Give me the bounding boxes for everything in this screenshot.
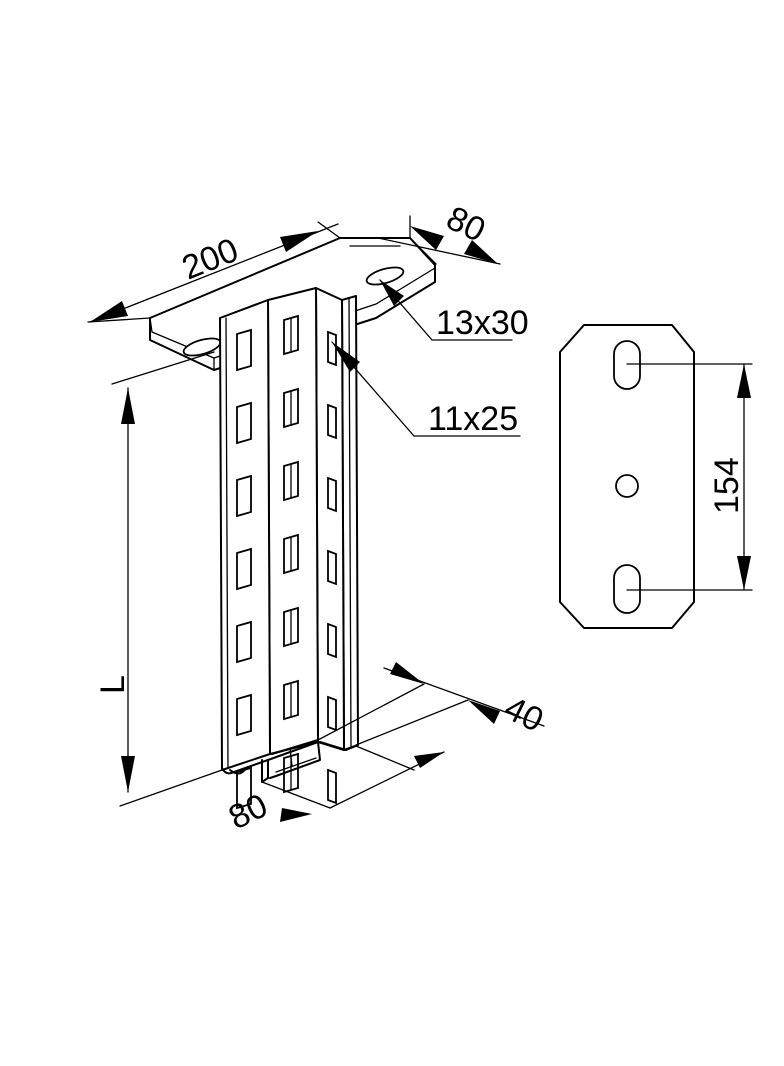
dimension-154-label: 154 [708,457,746,514]
side-face-slot [327,549,337,586]
front-face-slot [236,547,252,591]
top-view-slot-lower [613,564,641,614]
plate-slot-right [365,266,405,286]
side-face-slot [327,330,337,367]
channel-web-face [267,287,319,794]
center-hole [615,474,639,498]
side-face-slot [327,476,337,513]
dimension-13x30: 13x30 [379,279,529,342]
channel-front-face [219,299,271,810]
side-face-slot [327,403,337,440]
front-face-slot [236,474,252,518]
front-face-slot [236,620,252,664]
dimension-L: L [94,351,223,807]
side-face-slot [327,768,337,805]
dimension-154: 154 [626,363,753,591]
dimension-13x30-label: 13x30 [436,304,529,342]
dimension-80-bottom-label: 80 [223,786,274,837]
hanger-isometric-view [149,237,437,810]
front-face-slot [236,328,252,372]
dimension-11x25: 11x25 [331,341,521,438]
channel-bottom-end [221,739,359,783]
dimension-lines: 200 80 13x30 11x25 L [87,199,549,837]
plate-top-view: 154 [559,324,753,629]
front-face-slot [236,401,252,445]
side-face-slot [327,622,337,659]
dimension-40-label: 40 [498,689,549,740]
dimension-80-top-label: 80 [440,199,491,250]
side-face-slot [327,695,337,732]
channel-side-face [315,287,345,805]
front-face-slot [236,693,252,737]
top-view-slot-upper [613,340,641,390]
dimension-L-label: L [94,675,132,694]
dimension-200-label: 200 [177,231,244,287]
dimension-11x25-label: 11x25 [428,400,518,438]
